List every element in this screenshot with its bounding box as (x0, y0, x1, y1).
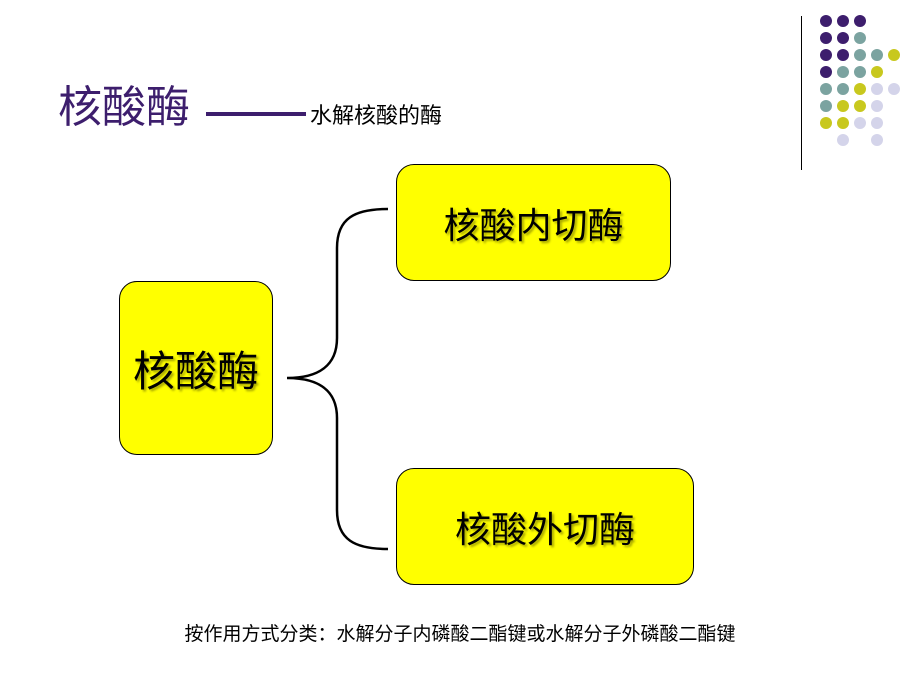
title-dash (206, 112, 306, 116)
root-node-box: 核酸酶 (119, 281, 273, 455)
exonuclease-box: 核酸外切酶 (396, 468, 694, 585)
endonuclease-label: 核酸内切酶 (443, 205, 624, 247)
decorative-dot (837, 66, 849, 78)
decorative-dot (871, 49, 883, 61)
decorative-dot (820, 66, 832, 78)
decorative-vertical-line (801, 16, 802, 170)
decorative-dot (820, 100, 832, 112)
root-node-label: 核酸酶 (132, 346, 259, 396)
decorative-dot (820, 83, 832, 95)
decorative-dot (888, 83, 900, 95)
decorative-dot (871, 117, 883, 129)
decorative-dot (854, 15, 866, 27)
decorative-dot (820, 49, 832, 61)
decorative-dot (888, 49, 900, 61)
decorative-dot (871, 134, 883, 146)
decorative-dot (854, 32, 866, 44)
decorative-dot (871, 83, 883, 95)
slide-subtitle: 水解核酸的酶 (310, 104, 443, 129)
decorative-dot (837, 83, 849, 95)
decorative-dot (837, 134, 849, 146)
classification-caption: 按作用方式分类：水解分子内磷酸二酯键或水解分子外磷酸二酯键 (184, 623, 736, 645)
decorative-dot (837, 100, 849, 112)
decorative-dot (854, 66, 866, 78)
decorative-dot (854, 83, 866, 95)
decorative-dot (837, 15, 849, 27)
exonuclease-label: 核酸外切酶 (454, 509, 635, 551)
slide-title: 核酸酶 (58, 82, 190, 133)
brace-path (286, 207, 389, 551)
decorative-dot (837, 32, 849, 44)
endonuclease-box: 核酸内切酶 (396, 164, 671, 281)
decorative-dot (837, 117, 849, 129)
decorative-dot (820, 32, 832, 44)
decorative-dot (871, 100, 883, 112)
decorative-dot (854, 49, 866, 61)
decorative-dot (820, 15, 832, 27)
decorative-dot (837, 49, 849, 61)
decorative-dot (854, 117, 866, 129)
decorative-dot (820, 117, 832, 129)
decorative-dot (871, 66, 883, 78)
decorative-dot (854, 100, 866, 112)
